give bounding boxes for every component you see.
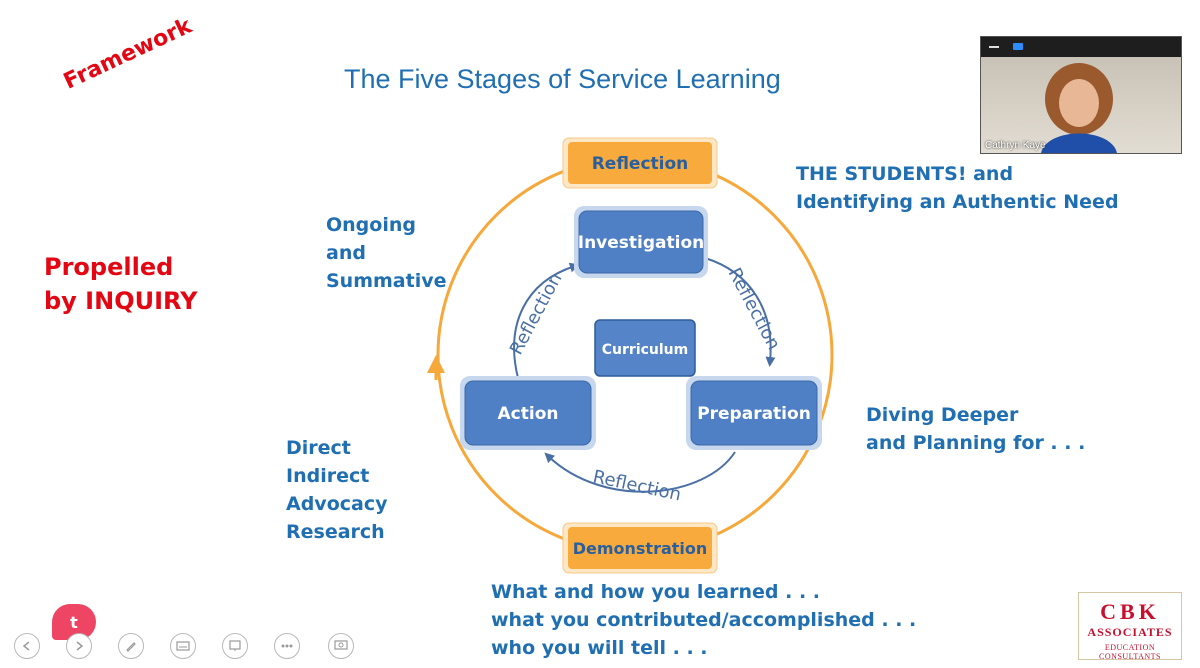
curriculum-label: Curriculum [602,342,688,358]
propelled-line-2: by INQUIRY [44,287,198,315]
slides-icon[interactable] [222,633,248,659]
note-investigation-line: Identifying an Authentic Need [796,191,1119,213]
stage-demonstration: Demonstration [562,522,718,574]
note-preparation: Diving Deeper and Planning for . . . [866,401,1085,457]
note-reflection-line: and [326,242,366,264]
note-reflection: Ongoing and Summative [326,211,447,295]
reflection-arc-left [513,262,580,379]
prev-icon[interactable] [14,633,40,659]
cbk-logo: CBK ASSOCIATES EDUCATION CONSULTANTS [1078,592,1182,661]
curriculum-box: Curriculum [594,319,696,377]
note-demonstration-line: what you contributed/accomplished . . . [491,609,917,631]
next-icon[interactable] [66,633,92,659]
logo-line-2: ASSOCIATES [1087,625,1173,639]
stage-preparation: Preparation [686,376,822,450]
stage-preparation-label: Preparation [697,404,811,424]
note-action: Direct Indirect Advocacy Research [286,434,387,546]
note-demonstration-line: who you will tell . . . [491,637,708,659]
participant-name: Cathryn Kaye [985,140,1046,151]
note-investigation: THE STUDENTS! and Identifying an Authent… [796,160,1119,216]
logo-line-1: CBK [1100,599,1160,624]
note-investigation-line: THE STUDENTS! and [796,163,1014,185]
stage-action: Action [460,376,596,450]
note-reflection-line: Ongoing [326,214,416,236]
note-demonstration: What and how you learned . . . what you … [491,578,916,662]
stage-demonstration-label: Demonstration [573,539,708,558]
stage-reflection: Reflection [562,137,718,189]
camera-icon[interactable] [1013,43,1023,50]
note-action-line: Direct [286,437,351,459]
propelled-label: Propelled by INQUIRY [44,250,198,318]
note-reflection-line: Summative [326,270,447,292]
stage-action-label: Action [498,404,559,424]
keyboard-icon[interactable] [170,633,196,659]
propelled-line-1: Propelled [44,253,174,281]
participant-video[interactable]: Cathryn Kaye [980,36,1182,154]
participant-avatar [1041,63,1117,153]
presenter-icon[interactable] [328,633,354,659]
stage-investigation: Investigation [574,206,708,278]
note-preparation-line: and Planning for . . . [866,432,1086,454]
reflection-arc-bottom [544,451,736,493]
note-action-line: Indirect [286,465,370,487]
slide-title: The Five Stages of Service Learning [344,64,781,94]
video-feed: Cathryn Kaye [981,57,1181,153]
note-action-line: Research [286,521,385,543]
more-icon[interactable] [274,633,300,659]
note-demonstration-line: What and how you learned . . . [491,581,820,603]
pen-icon[interactable] [118,633,144,659]
stage-reflection-label: Reflection [592,154,689,174]
note-preparation-line: Diving Deeper [866,404,1019,426]
minimize-icon[interactable] [989,46,999,48]
reflection-right-label: Reflection [724,264,785,353]
logo-line-3: EDUCATION CONSULTANTS [1099,643,1161,661]
stage-investigation-label: Investigation [578,233,705,253]
reflection-arc-right [704,257,776,367]
reflection-bottom-label: Reflection [591,466,683,505]
reflection-left-label: Reflection [506,269,567,358]
video-title-bar [981,37,1181,57]
note-action-line: Advocacy [286,493,388,515]
